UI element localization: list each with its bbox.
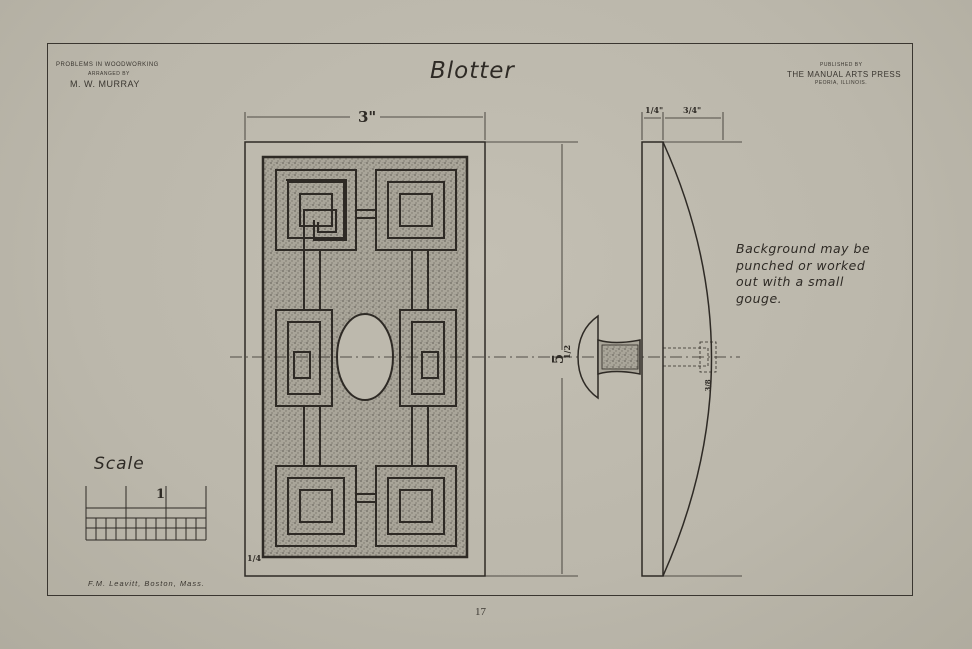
- scale-tick-label: 1: [156, 487, 166, 502]
- background-note: Background may be punched or worked out …: [736, 241, 871, 306]
- side-view: [577, 141, 717, 577]
- published-by: Published by: [820, 62, 863, 68]
- front-view: [244, 141, 486, 577]
- fret-pattern: [275, 169, 457, 547]
- side-thickness: 1/4": [645, 105, 664, 115]
- page-number: 17: [475, 606, 486, 618]
- side-curve: [662, 141, 713, 577]
- knob-dimension: 3/8: [703, 379, 713, 392]
- engraver-credit: F.M. Leavitt, Boston, Mass.: [88, 579, 205, 588]
- scale-bar: [85, 486, 207, 541]
- series-title: Problems in Woodworking: [56, 62, 159, 68]
- side-curve-depth: 3/4": [683, 105, 702, 115]
- board-outline: [244, 141, 486, 577]
- width-dimension: 3": [358, 108, 377, 126]
- border-fraction: 1/4: [247, 553, 262, 563]
- drawing-border: [47, 43, 913, 596]
- author-name: M. W. Murray: [70, 79, 140, 89]
- height-fraction: 1/2: [562, 344, 573, 360]
- arranged-by: Arranged by: [88, 71, 130, 77]
- scale-label: Scale: [94, 454, 145, 474]
- page-title: Blotter: [430, 58, 515, 84]
- publisher-city: Peoria, Illinois.: [815, 80, 868, 86]
- publisher-name: The Manual Arts Press: [787, 70, 902, 79]
- side-board: [641, 141, 664, 577]
- knob-head: [577, 314, 599, 400]
